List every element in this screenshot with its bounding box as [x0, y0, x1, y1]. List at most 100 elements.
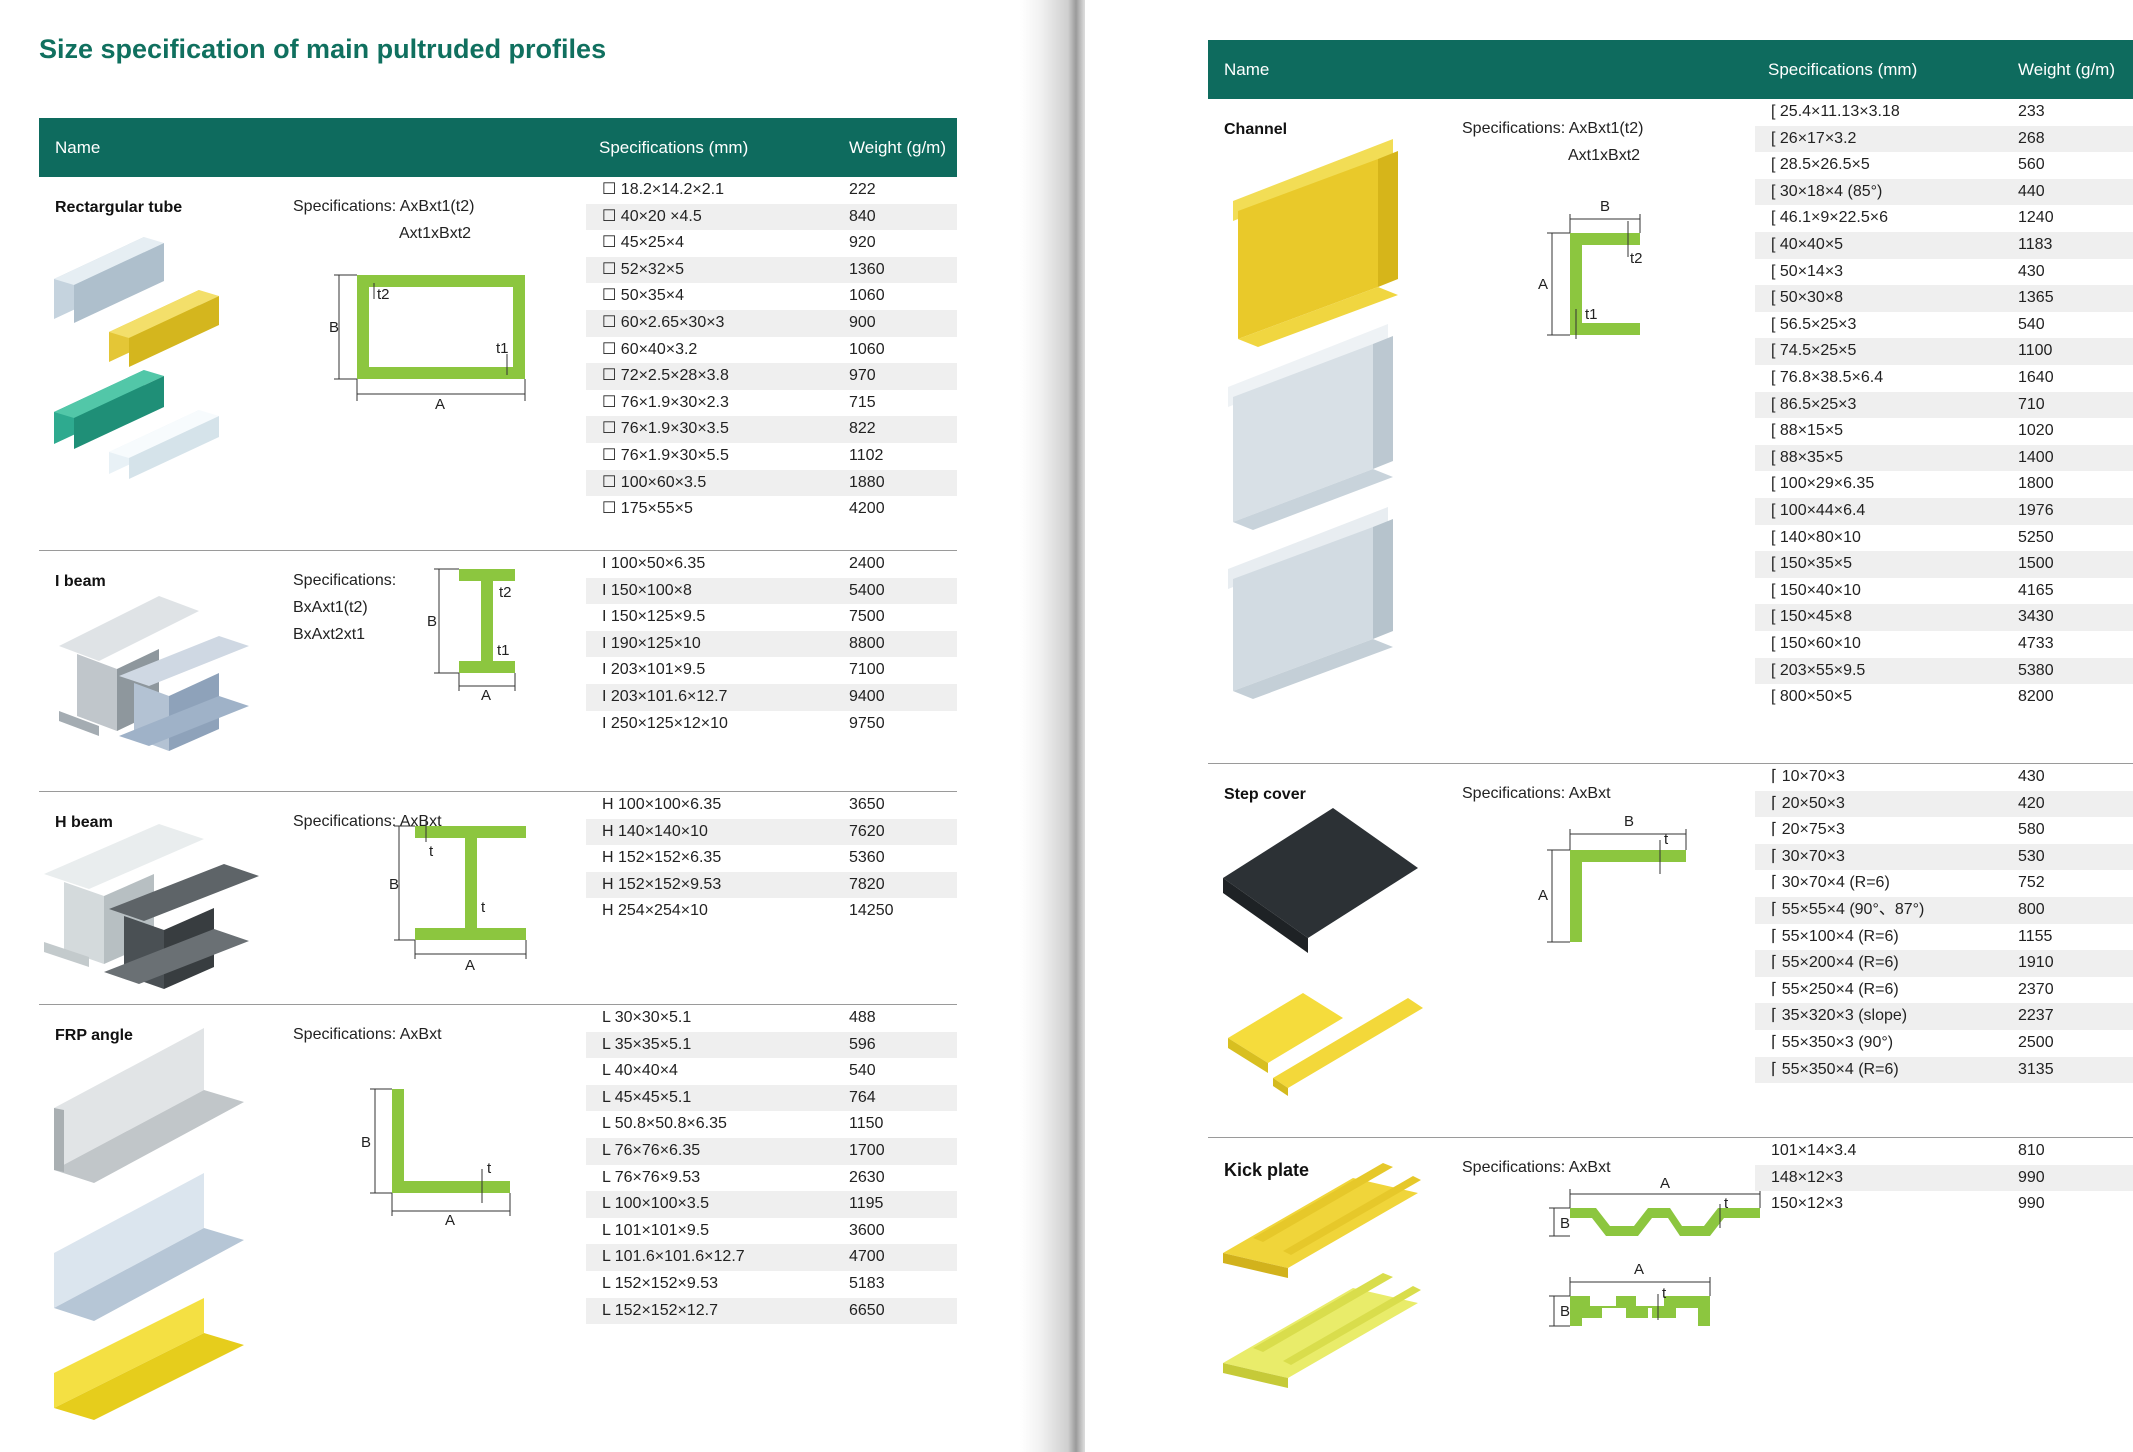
weight-cell: 1910: [2018, 954, 2054, 972]
right-page: Name Specifications (mm) Weight (g/m) Ch…: [1085, 0, 2133, 1452]
weight-cell: 920: [849, 234, 876, 252]
weight-cell: 1150: [849, 1115, 884, 1133]
divider: [39, 1004, 957, 1005]
table-row: I 100×50×6.35 2400: [586, 551, 957, 578]
spec-cell: ☐ 60×2.65×30×3: [602, 314, 725, 331]
dim-b: B: [329, 319, 339, 336]
product-name: Kick plate: [1224, 1160, 1310, 1180]
weight-cell: 4200: [849, 500, 885, 518]
weight-cell: 764: [849, 1088, 876, 1106]
spec-cell: [ 30×18×4 (85°): [1771, 182, 1883, 200]
page-title: Size specification of main pultruded pro…: [39, 34, 607, 64]
spec-cell: [ 150×40×10: [1771, 581, 1861, 599]
weight-cell: 1240: [2018, 209, 2054, 227]
spec-cell: ⌈ 55×100×4 (R=6): [1771, 927, 1899, 945]
weight-cell: 3430: [2018, 608, 2054, 626]
spec-cell: I 203×101×9.5: [602, 661, 706, 679]
spec-cell: H 254×254×10: [602, 902, 708, 920]
spec-cell: [ 56.5×25×3: [1771, 315, 1857, 333]
table-row: [ 30×18×4 (85°)440: [1755, 178, 2133, 206]
spec-cell: ☐ 60×40×3.2: [602, 340, 698, 358]
weight-cell: 2400: [849, 555, 885, 572]
weight-cell: 752: [2018, 874, 2045, 892]
dim-t1: t1: [496, 340, 509, 357]
spec-cell: I 150×125×9.5: [602, 608, 706, 626]
spec-cell: 150×12×3: [1771, 1195, 1844, 1213]
dim-b: B: [427, 613, 437, 630]
dim-b: B: [1600, 198, 1610, 215]
weight-cell: 2630: [849, 1168, 885, 1186]
spec-cell: I 100×50×6.35: [602, 555, 706, 572]
spec-cell: ☐ 45×25×4: [602, 234, 684, 252]
spec-label-3: BxAxt2xt1: [293, 626, 366, 643]
weight-cell: 4165: [2018, 581, 2054, 599]
spec-cell: [ 86.5×25×3: [1771, 395, 1857, 413]
i-beam-photo: [59, 596, 249, 751]
table-header-right: Name Specifications (mm) Weight (g/m): [1208, 40, 2133, 99]
weight-cell: 1365: [2018, 289, 2054, 307]
spec-cell: ☐ 50×35×4: [602, 287, 684, 305]
spec-cell: [ 88×35×5: [1771, 448, 1844, 466]
weight-cell: 1400: [2018, 448, 2054, 466]
spec-cell: L 101×101×9.5: [602, 1221, 710, 1239]
spec-cell: ⌈ 55×55×4 (90°、87°): [1771, 901, 1925, 918]
spec-cell: 148×12×3: [1771, 1168, 1844, 1186]
weight-cell: 4733: [2018, 635, 2054, 652]
table-row: ⌈ 35×320×3 (slope) 2237: [1755, 1003, 2133, 1030]
weight-cell: 7500: [849, 608, 885, 626]
spec-label: Specifications: AxBxt1(t2): [1462, 120, 1644, 137]
spec-cell: ⌈ 35×320×3 (slope): [1771, 1007, 1908, 1025]
weight-cell: 1500: [2018, 555, 2054, 573]
section-step-cover: Step cover Specifications: AxBxt A B t ⌈…: [1208, 764, 2133, 1137]
table-row: ⌈ 55×200×4 (R=6)1910: [1755, 950, 2133, 977]
product-name: H beam: [55, 814, 113, 831]
dim-b: B: [1560, 1215, 1570, 1232]
table-row: ☐ 45×25×4 920: [586, 230, 957, 257]
product-name: Rectargular tube: [55, 199, 183, 216]
weight-cell: 710: [2018, 395, 2045, 413]
weight-cell: 800: [2018, 901, 2045, 918]
table-row: I 150×125×9.5 7500: [586, 604, 957, 631]
step-cover-photo: [1223, 808, 1423, 1096]
weight-cell: 596: [849, 1035, 876, 1053]
spec-cell: ⌈ 20×75×3: [1771, 821, 1845, 839]
dim-t2: t2: [1630, 250, 1643, 267]
dim-t-2: t: [1662, 1285, 1667, 1302]
weight-cell: 1880: [849, 473, 885, 491]
spec-cell: I 203×101.6×12.7: [602, 688, 728, 705]
weight-cell: 9400: [849, 688, 885, 705]
spec-label: Specifications:: [293, 572, 397, 589]
table-row: ☐ 175×55×5 4200: [586, 496, 957, 523]
spec-cell: [ 100×29×6.35: [1771, 475, 1875, 493]
dim-a: A: [481, 687, 491, 704]
weight-cell: 2237: [2018, 1007, 2054, 1025]
product-name: FRP angle: [55, 1027, 133, 1044]
spec-cell: ☐ 175×55×5: [602, 500, 693, 518]
h-beam-photo: [44, 824, 259, 989]
weight-cell: 2370: [2018, 980, 2054, 998]
dim-t2: t2: [499, 584, 512, 601]
weight-cell: 8800: [849, 634, 885, 652]
dim-a: A: [1660, 1175, 1670, 1192]
weight-cell: 5250: [2018, 528, 2054, 546]
